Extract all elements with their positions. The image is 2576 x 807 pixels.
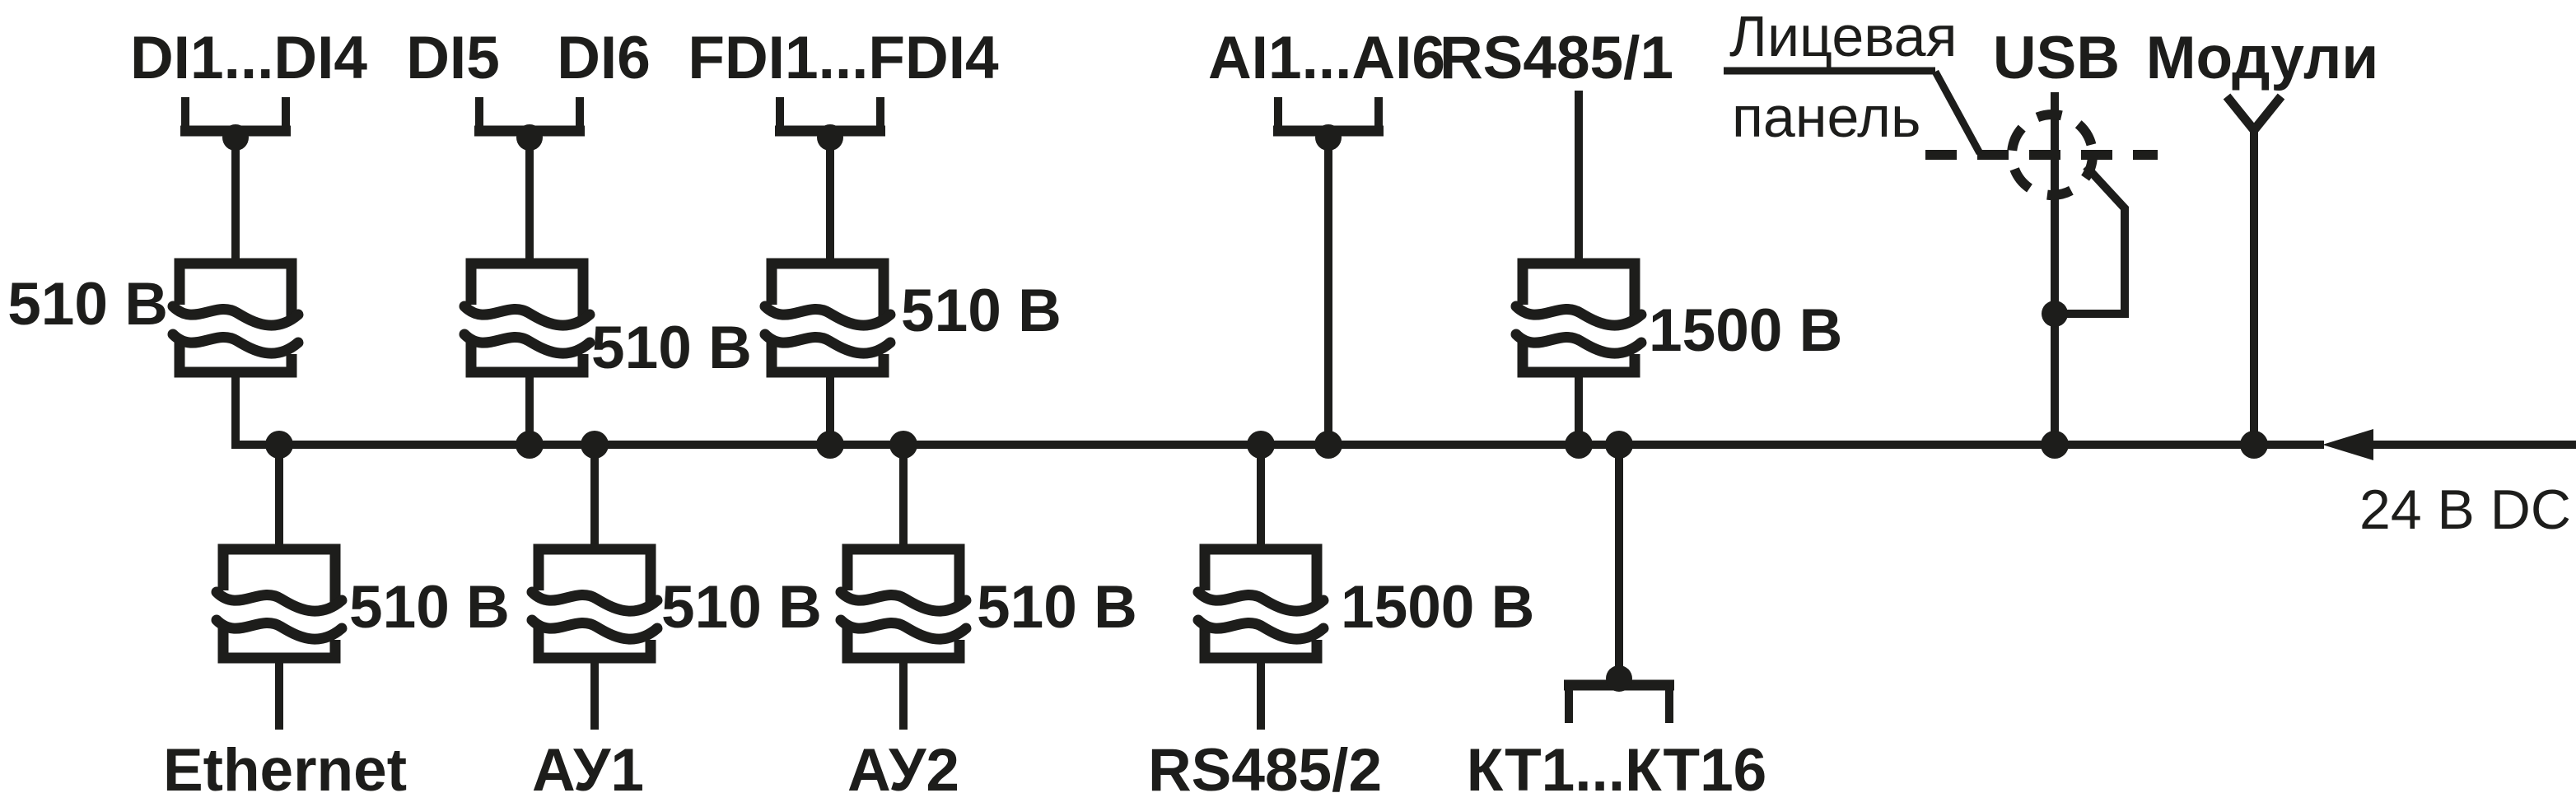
label-au1: АУ1 <box>532 737 644 804</box>
fork-bracket-icon-kt <box>1564 665 1674 723</box>
usb-wires <box>1925 92 2158 445</box>
voltage-di5-di6: 510 В <box>591 315 752 381</box>
fork-bracket-icon-di1-di4 <box>180 97 291 151</box>
voltage-ethernet: 510 В <box>349 574 510 641</box>
usb-connector-dashed-circle-icon <box>2007 110 2098 200</box>
top-branch-wires <box>231 91 1583 445</box>
front-panel-leader-line <box>1932 69 1983 156</box>
usb-loop-line <box>2056 163 2129 318</box>
isolation-barrier-icon-di5-di6 <box>464 264 590 372</box>
isolation-barrier-icon-di1-di4 <box>173 264 298 372</box>
label-fdi1-fdi4: FDI1...FDI4 <box>688 25 999 91</box>
voltage-au2: 510 В <box>977 574 1137 641</box>
fork-bracket-icon-fdi <box>775 97 885 151</box>
isolation-barrier-icon-ethernet <box>217 549 342 658</box>
isolation-barrier-icon-au1 <box>532 549 657 658</box>
isolation-barrier-icon-rs485-1 <box>1516 264 1641 372</box>
bottom-branch-wires <box>275 445 1623 730</box>
label-di6: DI6 <box>557 25 651 91</box>
voltage-rs485-1: 1500 В <box>1649 297 1842 364</box>
fork-bracket-icon-di5-di6 <box>474 97 585 151</box>
isolation-barrier-icon-au2 <box>841 549 966 658</box>
label-rs485-1: RS485/1 <box>1440 25 1673 91</box>
modules-wires <box>2223 93 2285 445</box>
voltage-au1: 510 В <box>661 574 822 641</box>
label-di5: DI5 <box>406 25 500 91</box>
label-power-24vdc: 24 В DC <box>2359 478 2571 541</box>
label-usb: USB <box>1993 25 2120 91</box>
front-panel-leader <box>1724 67 1983 156</box>
voltage-di1-di4: 510 В <box>7 271 168 338</box>
label-front-panel-line1: Лицевая <box>1729 4 1958 68</box>
bus-junction-dots <box>265 301 2268 459</box>
label-ethernet: Ethernet <box>163 737 407 804</box>
label-front-panel-line2: панель <box>1732 85 1920 149</box>
label-modules: Модули <box>2146 25 2379 91</box>
label-ai1-ai6: AI1...AI6 <box>1208 25 1445 91</box>
label-au2: АУ2 <box>847 737 959 804</box>
voltage-rs485-2: 1500 В <box>1341 574 1534 641</box>
fork-bracket-icon-ai <box>1273 97 1384 151</box>
voltage-fdi: 510 В <box>901 278 1062 344</box>
antenna-fork-icon <box>2223 93 2285 138</box>
left-arrow-icon <box>2322 429 2373 460</box>
label-kt1-kt16: КТ1...КТ16 <box>1467 737 1767 804</box>
isolation-barrier-icon-fdi <box>765 264 890 372</box>
label-di1-di4: DI1...DI4 <box>130 25 367 91</box>
isolation-barrier-icon-rs485-2 <box>1198 549 1323 658</box>
label-rs485-2: RS485/2 <box>1148 737 1382 804</box>
usb-loop-junction-dot <box>2042 301 2068 327</box>
